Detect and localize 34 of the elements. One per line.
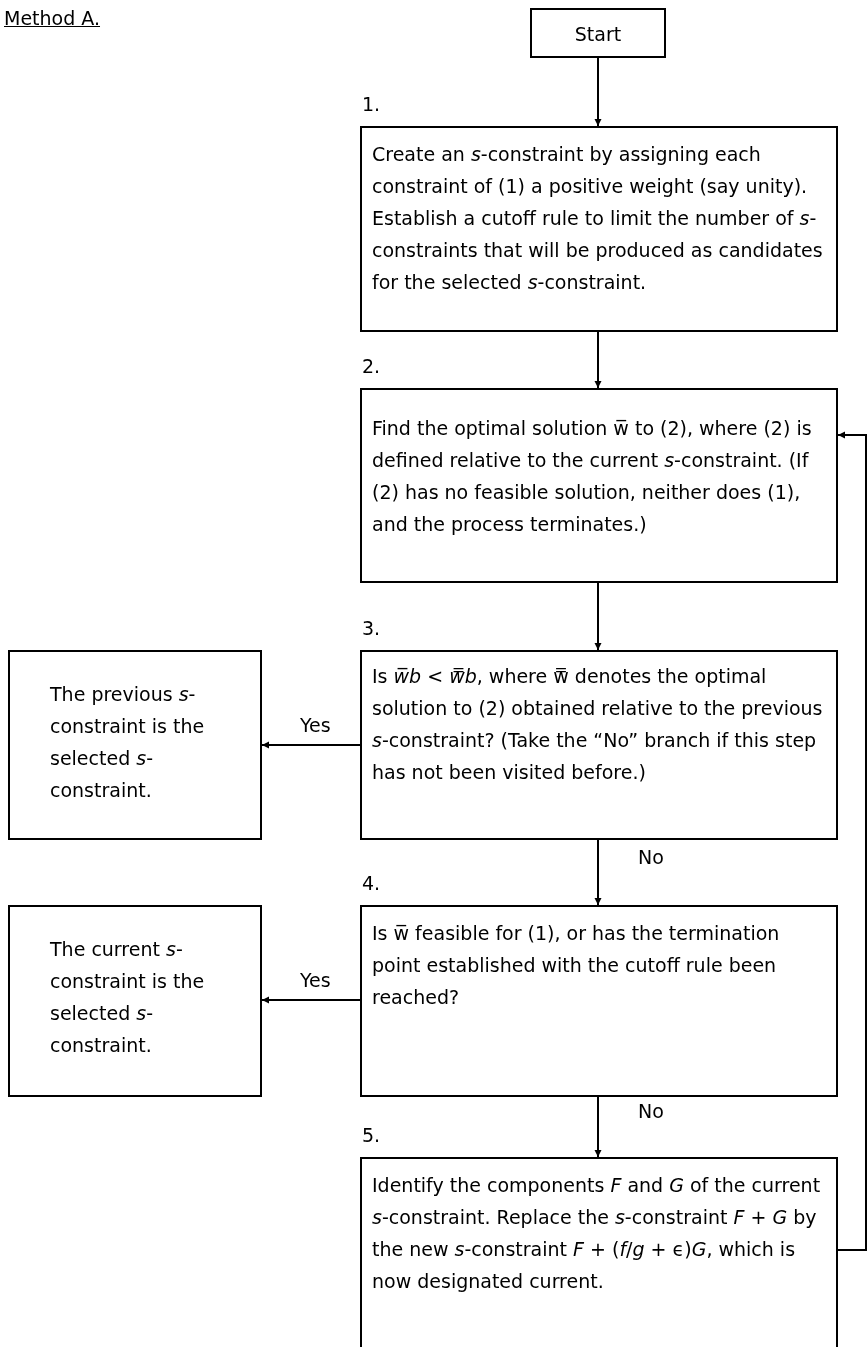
arrow — [594, 582, 602, 651]
process-box — [360, 388, 838, 583]
process-box — [360, 905, 838, 1097]
step-text: Find the optimal solution w̅ to (2), where (2) is defined relative to the current s-constraint. (If (2) has no feasible solution, neither does (1), and the process terminates.) — [372, 416, 813, 537]
step-text: Create an s-constraint by assigning each constraint of (1) a positive weight (say unity). Establish a cutoff rule to limit the number of s-constraints that will be produced as candidates for the selected s-constraint. — [372, 142, 824, 295]
arrow — [594, 331, 602, 389]
step-number: 1. — [362, 92, 381, 116]
title: Method A. — [4, 6, 100, 30]
arrow — [594, 839, 602, 906]
process-box — [360, 126, 838, 332]
arrow — [261, 741, 361, 749]
step-text: Start — [573, 22, 623, 47]
step-text: The current s-constraint is the selected s-constraint. — [50, 937, 206, 1058]
step-number: 3. — [362, 616, 381, 640]
edge-label: Yes — [300, 968, 331, 992]
arrow — [594, 57, 602, 127]
step-text: The previous s-constraint is the selected s-constraint. — [50, 682, 206, 803]
step-text: Identify the components F and G of the current s-constraint. Replace the s-constraint F + G by the new s-constraint F + (f/g + ϵ)G, which is now designated current. — [372, 1173, 822, 1294]
process-box — [530, 8, 666, 58]
arrow — [261, 996, 361, 1004]
step-number: 2. — [362, 354, 381, 378]
process-box — [360, 1157, 838, 1347]
arrow — [594, 1096, 602, 1158]
step-text: Is w̅ feasible for (1), or has the termination point established with the cutoff rule been reached? — [372, 921, 781, 1010]
process-box — [8, 650, 262, 840]
step-text: Is w̅b < w̿b, where w̿ denotes the optimal solution to (2) obtained relative to the previous s-constraint? (Take the “No” branch if this step has not been visited before.) — [372, 664, 824, 785]
edge-label: No — [638, 1099, 664, 1123]
step-number: 5. — [362, 1123, 381, 1147]
edge-label: No — [638, 844, 664, 869]
process-box — [8, 905, 262, 1097]
step-number: 4. — [362, 871, 381, 895]
arrow — [837, 431, 867, 1251]
edge-label: Yes — [300, 713, 331, 737]
process-box — [360, 650, 838, 840]
